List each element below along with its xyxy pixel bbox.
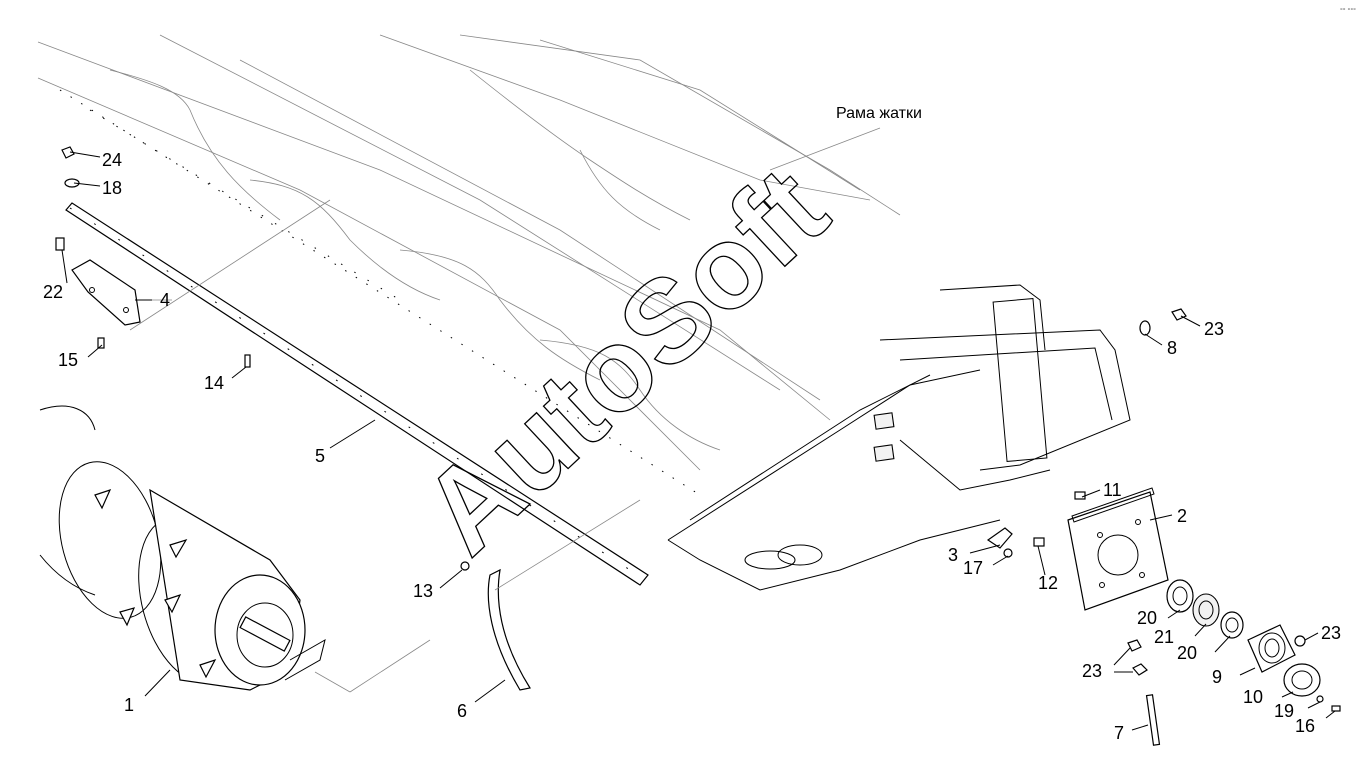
callout-6: 6: [457, 701, 467, 721]
small-plate-part-3: [986, 527, 1013, 549]
ring-part-20b: [1220, 611, 1244, 639]
trough-edge-holes: [59, 89, 701, 496]
callout-16: 16: [1295, 716, 1315, 736]
corner-mark: °° °°°: [1340, 7, 1356, 15]
callout-labels: 1 2 3 4 5 6 7 8 9 10 11 12 13 14 15 16 1…: [43, 150, 1341, 743]
callout-18: 18: [102, 178, 122, 198]
strip-part-6: [487, 568, 531, 691]
frame-label: Рама жатки: [836, 105, 922, 122]
callout-8: 8: [1167, 338, 1177, 358]
stud-part-7: [1132, 663, 1161, 746]
callout-3: 3: [948, 545, 958, 565]
callout-19: 19: [1274, 701, 1294, 721]
callout-15: 15: [58, 350, 78, 370]
leader-lines: [61, 151, 1336, 731]
callout-4: 4: [160, 290, 170, 310]
ring-part-21: [1192, 593, 1220, 627]
callout-5: 5: [315, 446, 325, 466]
callout-20b: 20: [1177, 643, 1197, 663]
callout-12: 12: [1038, 573, 1058, 593]
bearing-part-9: [1247, 624, 1296, 673]
callout-20a: 20: [1137, 608, 1157, 628]
ring-part-20a: [1166, 579, 1194, 613]
callout-22: 22: [43, 282, 63, 302]
callout-23c: 23: [1082, 661, 1102, 681]
plate-part-2: [1067, 487, 1169, 611]
callout-1: 1: [124, 695, 134, 715]
callout-7: 7: [1114, 723, 1124, 743]
callout-24: 24: [102, 150, 122, 170]
callout-23a: 23: [1204, 319, 1224, 339]
cover-part-10: [1283, 663, 1321, 697]
callout-11: 11: [1103, 480, 1122, 500]
auger-part-1: [39, 405, 326, 691]
callout-17: 17: [963, 558, 983, 578]
bar-part-5: [65, 202, 649, 586]
callout-14: 14: [204, 373, 224, 393]
callout-21: 21: [1154, 627, 1174, 647]
callout-13: 13: [413, 581, 433, 601]
fasteners: [55, 146, 1341, 712]
callout-23b: 23: [1321, 623, 1341, 643]
header-frame: Рама жатки: [37, 34, 1131, 591]
callout-9: 9: [1212, 667, 1222, 687]
callout-10: 10: [1243, 687, 1263, 707]
callout-2: 2: [1177, 506, 1187, 526]
